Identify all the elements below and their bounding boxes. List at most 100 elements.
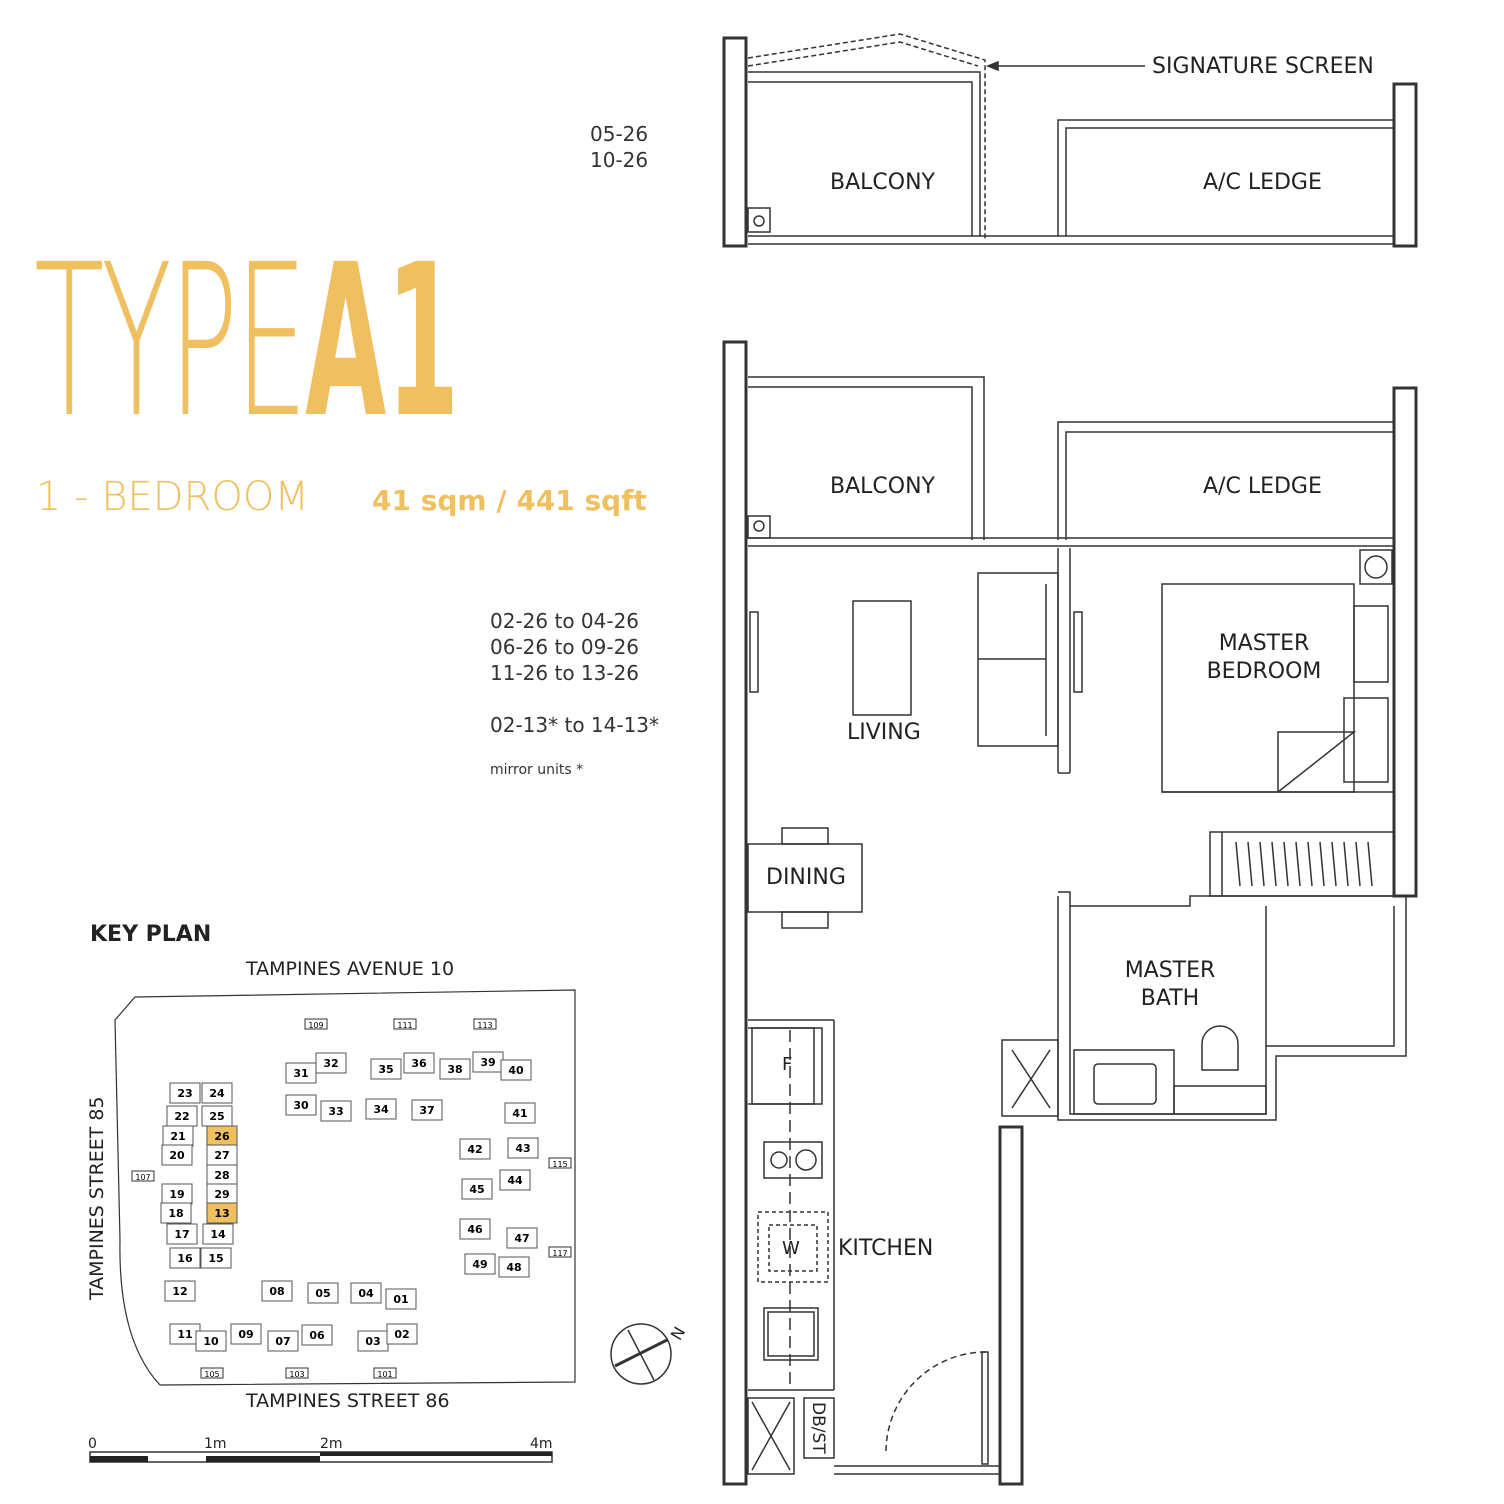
plan-wall-entrance — [998, 1125, 1024, 1486]
key-plan-block-label: 07 — [275, 1335, 290, 1348]
washer-label: W — [782, 1238, 800, 1259]
key-plan-block-label: 04 — [358, 1287, 374, 1300]
section-balcony-label: BALCONY — [830, 170, 935, 195]
key-plan-block — [320, 1100, 352, 1122]
key-plan-block-label: 47 — [514, 1232, 529, 1245]
room-line: BATH — [1140, 986, 1200, 1011]
road-marker — [548, 1246, 572, 1258]
road-top-label: TAMPINES AVENUE 10 — [246, 958, 455, 980]
key-plan-block-label: 45 — [469, 1183, 484, 1196]
living-label: LIVING — [847, 720, 921, 745]
wardrobe-hanger — [1355, 841, 1361, 887]
key-plan-block-label: 33 — [328, 1105, 343, 1118]
key-plan-block-label: 17 — [174, 1228, 189, 1241]
wardrobe-hanger — [1295, 841, 1301, 887]
scale-label-4m: 4m — [530, 1436, 553, 1452]
key-plan-block-label: 22 — [174, 1110, 189, 1123]
key-plan-block-label: 14 — [210, 1228, 226, 1241]
signature-screen-label: SIGNATURE SCREEN — [1152, 54, 1374, 79]
key-plan-block-label: 12 — [172, 1285, 187, 1298]
key-plan-block — [315, 1052, 347, 1074]
key-plan-block-label: 27 — [214, 1149, 229, 1162]
road-marker-label: 101 — [377, 1370, 392, 1379]
key-plan-block-label: 09 — [238, 1328, 253, 1341]
bedroom-label: 1 - BEDROOM — [36, 474, 309, 520]
unit-range: 02-26 to 04-26 — [490, 609, 640, 633]
key-plan-block — [464, 1253, 496, 1275]
key-plan-block — [365, 1098, 397, 1120]
key-plan-block-label: 44 — [507, 1174, 523, 1187]
section-wall-left — [722, 36, 748, 248]
key-plan-block-label: 25 — [209, 1110, 224, 1123]
key-plan-block-label: 01 — [393, 1293, 408, 1306]
road-marker — [304, 1018, 328, 1030]
wardrobe-hanger — [1367, 841, 1373, 887]
key-plan-block-label: 42 — [467, 1143, 482, 1156]
key-plan-block — [267, 1330, 299, 1352]
key-plan-block-label: 41 — [512, 1107, 527, 1120]
wardrobe-hanger — [1247, 841, 1253, 887]
unit-range: 06-26 to 09-26 — [490, 635, 640, 659]
wardrobe-hanger — [1235, 841, 1241, 887]
key-plan-block-label: 37 — [419, 1104, 434, 1117]
road-marker — [393, 1018, 417, 1030]
section-ac-ledge-label: A/C LEDGE — [1203, 170, 1322, 195]
road-marker — [548, 1157, 572, 1169]
unit-type-title: TYPE — [34, 232, 308, 452]
title-type: TYPE — [34, 219, 308, 464]
balcony-label: BALCONY — [830, 474, 935, 499]
key-plan-block-label: 11 — [177, 1328, 192, 1341]
key-plan-block — [230, 1323, 262, 1345]
key-plan-block-label: 48 — [506, 1261, 521, 1274]
key-plan-block — [202, 1223, 234, 1245]
key-plan-block — [160, 1202, 192, 1224]
key-plan-block — [164, 1280, 196, 1302]
key-plan-block-label: 20 — [169, 1149, 185, 1162]
wardrobe-hanger — [1283, 841, 1289, 887]
master-bath-label: MASTER BATH — [1120, 957, 1220, 1013]
key-plan-block — [500, 1059, 532, 1081]
key-plan-block-label: 16 — [177, 1252, 193, 1265]
key-plan-block — [161, 1144, 193, 1166]
dbst-label: DB/ST — [808, 1402, 828, 1454]
key-plan-block — [201, 1082, 233, 1104]
unit-label: 05-26 — [590, 122, 649, 146]
key-plan-block-label: 06 — [309, 1329, 325, 1342]
wardrobe-hanger — [1259, 841, 1265, 887]
road-marker-label: 115 — [552, 1160, 567, 1169]
key-plan-block-label: 36 — [411, 1057, 427, 1070]
key-plan-block-label: 49 — [472, 1258, 487, 1271]
key-plan-block — [385, 1288, 417, 1310]
key-plan-block-label: 43 — [515, 1142, 530, 1155]
key-plan-block-label: 40 — [508, 1064, 524, 1077]
road-marker — [473, 1018, 497, 1030]
key-plan-block — [200, 1247, 232, 1269]
plan-wall-right — [1392, 386, 1418, 898]
fridge-label: F — [782, 1054, 793, 1075]
road-marker-label: 111 — [397, 1021, 412, 1030]
ac-ledge-label: A/C LEDGE — [1203, 474, 1322, 499]
road-left-label: TAMPINES STREET 85 — [86, 1096, 108, 1300]
unit-range: 11-26 to 13-26 — [490, 661, 640, 685]
key-plan-block — [507, 1137, 539, 1159]
key-plan-block — [195, 1330, 227, 1352]
key-plan-title: KEY PLAN — [90, 922, 212, 947]
key-plan-block-label: 26 — [214, 1130, 230, 1143]
key-plan-block-label: 32 — [323, 1057, 338, 1070]
key-plan-block-label: 02 — [394, 1328, 409, 1341]
key-plan-block — [403, 1052, 435, 1074]
road-marker — [200, 1367, 224, 1379]
road-marker-label: 117 — [552, 1249, 567, 1258]
road-marker-label: 105 — [204, 1370, 219, 1379]
master-bedroom-label: MASTER BEDROOM — [1200, 630, 1328, 686]
wardrobe-hanger — [1319, 841, 1325, 887]
key-plan-block — [459, 1218, 491, 1240]
room-line: MASTER — [1124, 958, 1216, 983]
key-plan-block-label: 29 — [214, 1188, 229, 1201]
room-line: MASTER — [1218, 631, 1310, 656]
key-plan-block — [285, 1094, 317, 1116]
scale-label-2m: 2m — [320, 1436, 343, 1452]
key-plan-block-label: 31 — [293, 1067, 308, 1080]
